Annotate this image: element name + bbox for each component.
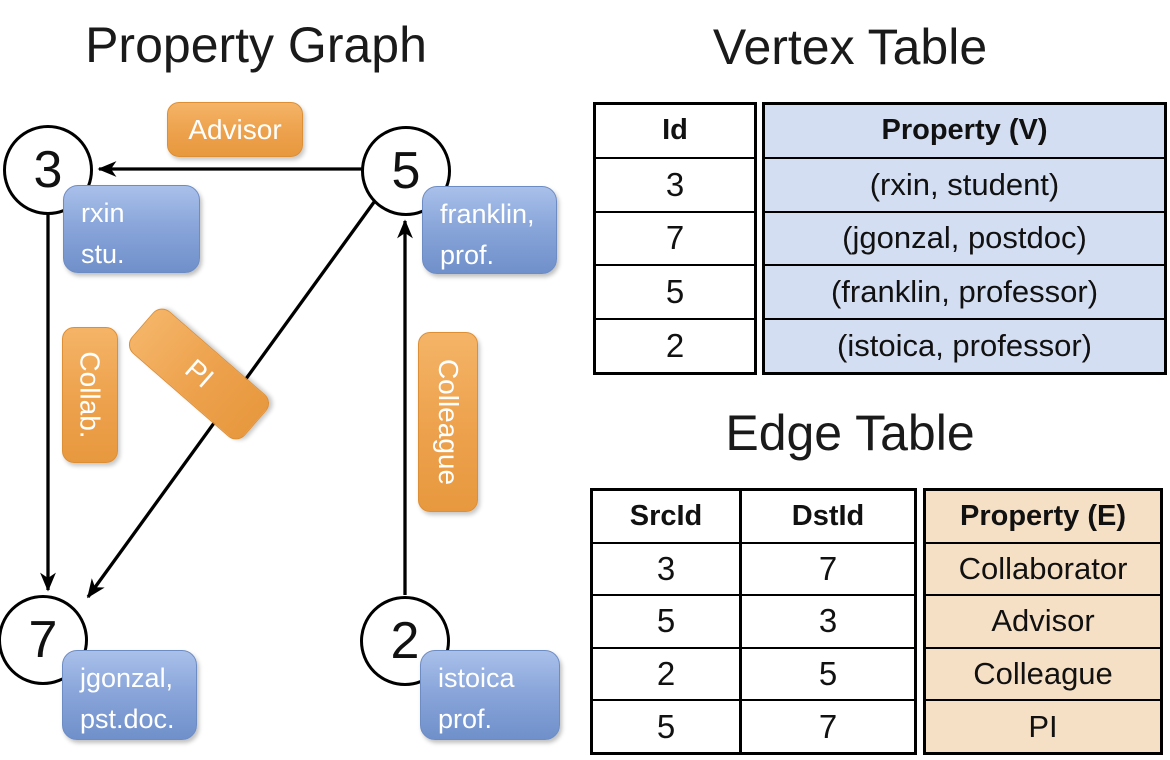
edge-label-text: Collab. (75, 351, 107, 439)
table-cell: 2 (665, 327, 685, 365)
table-cell: 7 (818, 707, 838, 745)
vertex-property-line: istoica (438, 663, 515, 693)
table-cell: 7 (596, 213, 754, 267)
table-cell: PI (926, 701, 1160, 752)
edge-label-advisor: Advisor (167, 102, 303, 157)
edge-label-text: Advisor (188, 113, 282, 145)
table-cell: Collaborator (926, 543, 1160, 597)
table-cell: 5 (593, 596, 742, 647)
table-header-row: SrcId DstId (593, 491, 914, 544)
vertex-property-line: rxin (81, 198, 125, 228)
table-cell: 3 (596, 159, 754, 213)
edge-table: SrcId DstId 3 7 5 3 2 5 5 7 Property (E) (590, 488, 1163, 755)
table-cell: (istoica, professor) (765, 320, 1164, 372)
table-row: 2 5 (593, 648, 914, 702)
vertex-table-id-column: Id 3 7 5 2 (593, 102, 757, 375)
edge-label-collab: Collab. (62, 327, 118, 463)
column-header: Id (596, 105, 754, 159)
table-cell: 2 (593, 648, 742, 700)
table-cell: 5 (593, 701, 742, 752)
vertex-table-title: Vertex Table (712, 19, 988, 75)
table-cell: (rxin, student) (765, 158, 1164, 213)
vertex-property-line: jgonzal, (80, 663, 174, 693)
table-cell: Advisor (926, 596, 1160, 649)
vertex-property-line: prof. (440, 240, 495, 270)
table-cell: 3 (818, 602, 838, 640)
vertex-property-line: prof. (438, 704, 493, 734)
table-cell: 5 (818, 655, 838, 693)
edge-label-text: Colleague (433, 358, 465, 486)
edge-label-text: PI (179, 353, 220, 395)
edge-table-property-column: Property (E) Collaborator Advisor Collea… (923, 488, 1163, 755)
vertex-property-box-jgonzal: jgonzal, pst.doc. (62, 650, 197, 740)
vertex-node-2: 2 (360, 596, 450, 686)
property-graph-title: Property Graph (85, 17, 427, 73)
vertex-property-box-franklin: franklin, prof. (422, 186, 557, 274)
table-cell: 5 (596, 266, 754, 321)
table-row: 5 7 (593, 701, 914, 752)
vertex-property-line: stu. (81, 239, 125, 269)
table-cell: (franklin, professor) (765, 266, 1164, 321)
column-header: Property (V) (765, 105, 1164, 159)
table-cell: Colleague (926, 648, 1160, 702)
vertex-property-box-rxin: rxin stu. (63, 185, 200, 273)
column-header: DstId (791, 499, 865, 532)
column-header: Property (E) (926, 491, 1160, 544)
vertex-property-line: pst.doc. (80, 704, 175, 734)
edge-table-id-columns: SrcId DstId 3 7 5 3 2 5 5 7 (590, 488, 917, 755)
table-row: 3 7 (593, 543, 914, 597)
table-cell: 7 (818, 549, 838, 587)
edge-table-title: Edge Table (725, 405, 975, 461)
vertex-table: Id 3 7 5 2 Property (V) (rxin, student) … (593, 102, 1167, 375)
table-cell: (jgonzal, postdoc) (765, 212, 1164, 267)
vertex-property-box-istoica: istoica prof. (420, 650, 560, 740)
table-row: 5 3 (593, 596, 914, 649)
vertex-node-5: 5 (361, 126, 451, 216)
edge-label-colleague: Colleague (418, 332, 478, 512)
table-cell: 3 (593, 543, 742, 595)
column-header: SrcId (593, 491, 742, 542)
vertex-property-line: franklin, (440, 199, 535, 229)
vertex-table-property-column: Property (V) (rxin, student) (jgonzal, p… (762, 102, 1167, 375)
